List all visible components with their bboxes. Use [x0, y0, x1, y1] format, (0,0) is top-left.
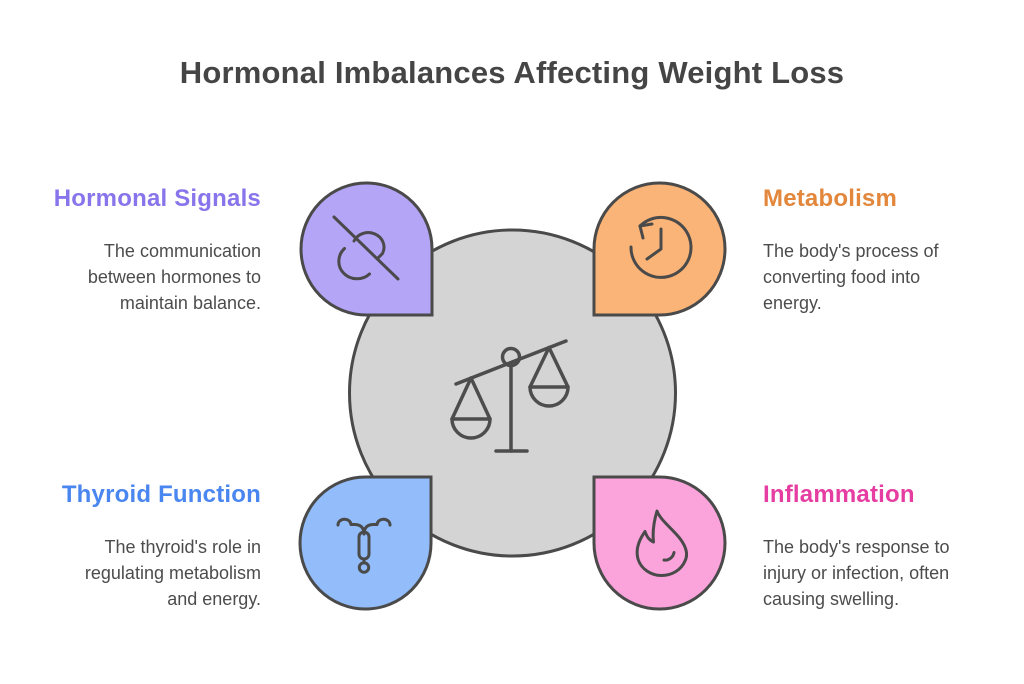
inflammation-shape — [592, 475, 727, 611]
hormonal-signals-description: The communication between hormones to ma… — [87, 241, 261, 313]
flame-icon — [635, 509, 689, 577]
hormonal-signals-block: Hormonal Signals The communication betwe… — [16, 185, 261, 316]
inflammation-block: Inflammation The body's response to inju… — [763, 481, 1008, 612]
thyroid-function-heading: Thyroid Function — [61, 481, 261, 508]
history-clock-icon — [629, 215, 693, 279]
metabolism-block: Metabolism The body's process of convert… — [763, 185, 1008, 316]
metabolism-description: The body's process of converting food in… — [763, 241, 939, 313]
thyroid-function-description: The thyroid's role in regulating metabol… — [84, 537, 261, 609]
inflammation-description: The body's response to injury or infecti… — [763, 537, 950, 609]
balance-scale-icon — [450, 339, 570, 453]
hormonal-signals-heading: Hormonal Signals — [53, 185, 261, 212]
page-title: Hormonal Imbalances Affecting Weight Los… — [179, 55, 845, 90]
thyroid-function-block: Thyroid Function The thyroid's role in r… — [16, 481, 261, 612]
crossed-hormone-icon — [332, 215, 400, 281]
thyroid-function-shape — [298, 475, 433, 611]
thyroid-t-icon — [336, 517, 392, 574]
inflammation-heading: Inflammation — [763, 481, 915, 508]
metabolism-heading: Metabolism — [763, 185, 898, 212]
